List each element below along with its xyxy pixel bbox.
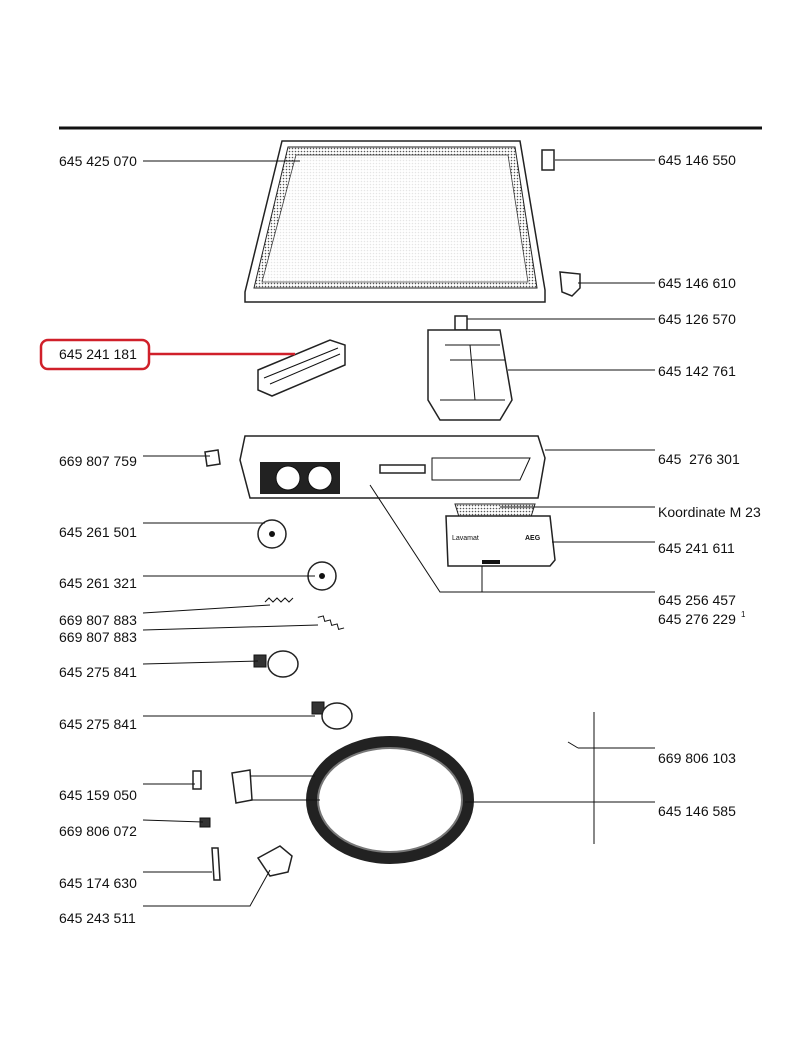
part-number-label: 645 126 570 <box>658 311 736 327</box>
part-number-label: 645 174 630 <box>59 875 137 891</box>
part-number-label: 645 256 457 <box>658 592 736 608</box>
handle-part <box>256 845 293 877</box>
part-number-label: 645 275 841 <box>59 664 137 680</box>
hinge-part <box>559 271 581 297</box>
spring-part <box>264 597 294 603</box>
part-number-label: 645 275 841 <box>59 716 137 732</box>
part-number-label: 645 261 321 <box>59 575 137 591</box>
right-labels: 645 146 550 645 146 610 645 126 570 645 … <box>658 152 761 819</box>
part-number-label: 669 806 072 <box>59 823 137 839</box>
part-number-label: 645 146 585 <box>658 803 736 819</box>
part-number-label: 645 243 511 <box>59 910 136 926</box>
coordinate-label: Koordinate M 23 <box>658 504 761 520</box>
footnote-superscript: 1 <box>741 610 746 619</box>
panel-brand-right: AEG <box>525 535 541 542</box>
spring-part <box>317 615 345 631</box>
left-labels: 645 425 070 645 241 181 669 807 759 645 … <box>59 153 137 926</box>
part-number-label: 645 276 301 <box>658 451 740 467</box>
door-ring-part <box>231 736 474 864</box>
part-number-label: 645 146 610 <box>658 275 736 291</box>
terminal-block-part <box>257 339 346 397</box>
knob-part <box>253 650 299 678</box>
part-number-label-highlighted: 645 241 181 <box>59 346 137 362</box>
part-number-label: 645 241 611 <box>658 540 735 556</box>
screw-part <box>204 449 221 467</box>
part-number-label: 669 807 883 <box>59 629 137 645</box>
part-number-label: 645 425 070 <box>59 153 137 169</box>
leader-lines <box>142 159 655 907</box>
control-panel-part <box>239 435 546 499</box>
highlight-box <box>39 338 151 371</box>
part-number-label: 645 146 550 <box>658 152 736 168</box>
screw-part <box>567 741 579 749</box>
part-number-label: 645 159 050 <box>59 787 137 803</box>
part-number-label: 669 807 759 <box>59 453 137 469</box>
part-number-label: 669 806 103 <box>658 750 736 766</box>
dispenser-insert-part <box>427 315 513 421</box>
spring-clip-part <box>199 817 211 828</box>
latch-part <box>211 847 221 881</box>
part-number-label: 669 807 883 <box>59 612 137 628</box>
part-number-label: 645 261 501 <box>59 524 137 540</box>
clip-part <box>541 149 555 171</box>
panel-brand-left: Lavamat <box>452 535 479 542</box>
part-number-label: 645 142 761 <box>658 363 736 379</box>
pin-part <box>192 770 202 790</box>
washer-part <box>257 519 287 549</box>
worktop-lid <box>244 140 546 303</box>
part-number-label: 645 276 229 <box>658 611 736 627</box>
program-panel-part: Lavamat AEG <box>445 503 556 567</box>
knob-part <box>311 701 353 730</box>
